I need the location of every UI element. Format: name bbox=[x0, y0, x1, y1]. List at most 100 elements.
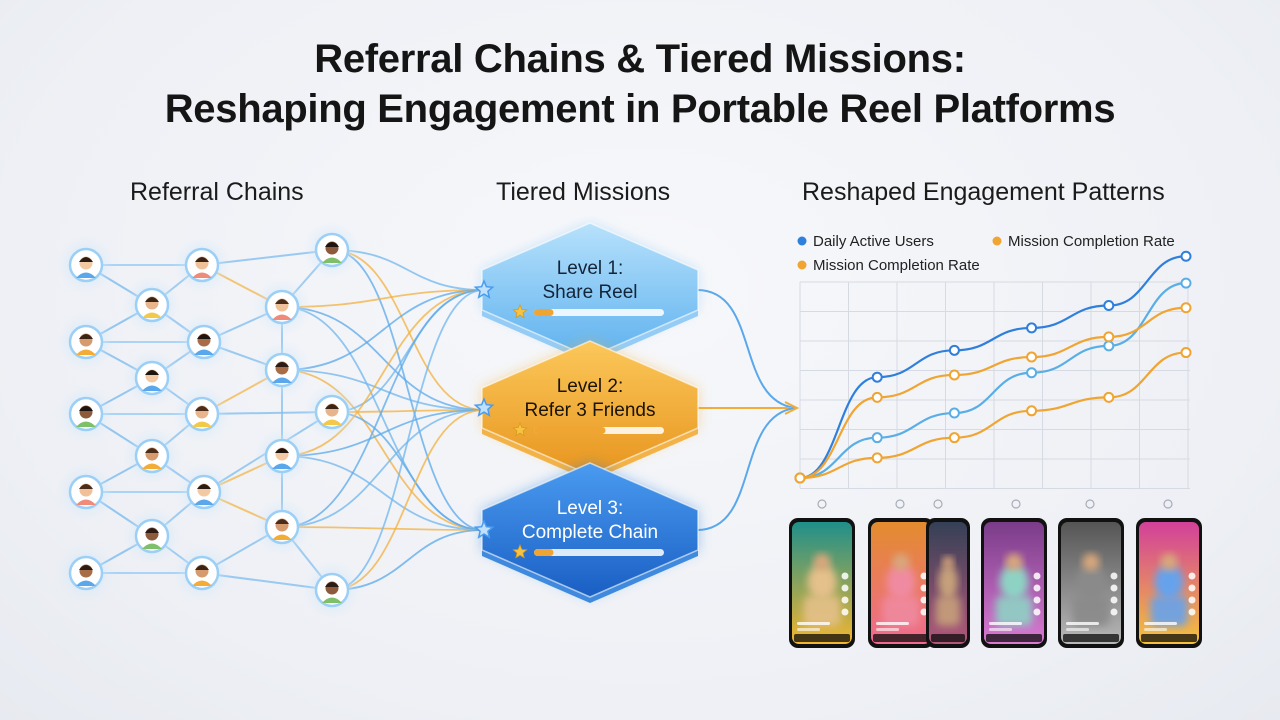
referral-user-avatar bbox=[183, 246, 221, 284]
mission-progress-fill bbox=[534, 549, 554, 556]
data-point bbox=[1180, 277, 1192, 289]
reel-nav-bar bbox=[931, 634, 965, 642]
mission-tier-1: Level 1: Share Reel bbox=[473, 222, 699, 363]
referral-user-avatar bbox=[67, 554, 105, 592]
data-point bbox=[1026, 322, 1038, 334]
fan-edge bbox=[281, 369, 485, 411]
reel-person bbox=[807, 564, 837, 600]
fan-edge bbox=[281, 409, 485, 457]
mission-tier-level: Level 1: bbox=[557, 258, 624, 279]
tier-to-chart-connections bbox=[696, 289, 800, 531]
data-point bbox=[1103, 340, 1115, 352]
reel-action-icon bbox=[920, 608, 928, 616]
network-edge bbox=[201, 411, 333, 415]
engagement-patterns-heading: Reshaped Engagement Patterns bbox=[802, 178, 1165, 206]
mission-tier-3: Level 3:Complete Chain bbox=[473, 462, 699, 603]
referral-user-avatar bbox=[67, 246, 105, 284]
data-point bbox=[871, 371, 883, 383]
reel-person bbox=[999, 564, 1029, 600]
data-point bbox=[1026, 405, 1038, 417]
reel-phone-5 bbox=[1058, 518, 1124, 648]
referral-user-avatar bbox=[185, 323, 223, 361]
data-point bbox=[1180, 250, 1192, 262]
reel-action-icon bbox=[841, 572, 849, 580]
fan-edge bbox=[281, 369, 485, 531]
reel-action-icon bbox=[1188, 572, 1196, 580]
fan-edge bbox=[281, 289, 485, 528]
reel-nav-bar bbox=[873, 634, 929, 642]
reel-phone-4 bbox=[981, 518, 1047, 648]
fan-edge bbox=[331, 249, 485, 411]
reel-action-icon bbox=[841, 608, 849, 616]
tiered-missions-heading: Tiered Missions bbox=[496, 178, 671, 206]
mission-tier-task: Complete Chain bbox=[522, 522, 658, 543]
reel-action-icon bbox=[1188, 596, 1196, 604]
reel-action-icon bbox=[920, 584, 928, 592]
fan-edge bbox=[331, 289, 485, 591]
reel-action-icon bbox=[841, 584, 849, 592]
mission-tier-level: Level 2: bbox=[557, 376, 624, 397]
referral-user-avatar bbox=[263, 288, 301, 326]
referral-user-avatar bbox=[67, 473, 105, 511]
star-icon bbox=[512, 303, 528, 319]
mission-tier-task: Share Reel bbox=[542, 282, 637, 303]
pin-icon bbox=[1011, 499, 1021, 509]
data-point bbox=[948, 344, 960, 356]
reel-action-icon bbox=[1033, 596, 1041, 604]
contrast-icon bbox=[1085, 499, 1095, 509]
mission-tier-badge bbox=[481, 462, 699, 598]
referral-user-avatar bbox=[67, 323, 105, 361]
referral-user-avatar bbox=[133, 359, 171, 397]
referral-user-avatar bbox=[313, 571, 351, 609]
reel-action-icon bbox=[1110, 608, 1118, 616]
reel-action-icon bbox=[1033, 584, 1041, 592]
fan-edge bbox=[281, 289, 485, 457]
data-point bbox=[871, 432, 883, 444]
data-point bbox=[1103, 300, 1115, 312]
legend-marker-daily-active-users bbox=[797, 236, 807, 246]
referral-user-avatar bbox=[133, 517, 171, 555]
reel-person bbox=[1076, 564, 1106, 600]
fan-edge bbox=[331, 411, 485, 531]
data-point bbox=[948, 369, 960, 381]
series-line bbox=[799, 255, 1187, 480]
referral-user-avatar bbox=[263, 508, 301, 546]
reel-action-icon bbox=[841, 596, 849, 604]
referral-network-nodes bbox=[67, 231, 351, 609]
referral-user-avatar bbox=[185, 473, 223, 511]
series-line bbox=[799, 282, 1187, 480]
tier-link bbox=[696, 289, 796, 409]
reel-action-icon bbox=[1188, 584, 1196, 592]
fan-edge bbox=[331, 529, 485, 591]
reel-phone-screens bbox=[789, 518, 1202, 648]
data-point bbox=[794, 472, 806, 484]
data-point bbox=[1026, 367, 1038, 379]
reel-action-icon bbox=[1033, 608, 1041, 616]
referral-to-mission-connections bbox=[281, 249, 485, 591]
star-icon bbox=[473, 279, 495, 299]
chart-grid bbox=[799, 281, 1190, 489]
reel-person bbox=[886, 564, 916, 600]
data-point bbox=[871, 391, 883, 403]
reel-person bbox=[1154, 564, 1184, 600]
network-edge bbox=[201, 249, 333, 266]
mission-progress-fill bbox=[534, 427, 606, 434]
arrow-icon bbox=[817, 499, 827, 509]
reel-nav-bar bbox=[1141, 634, 1197, 642]
referral-user-avatar bbox=[67, 395, 105, 433]
fan-edge bbox=[331, 249, 485, 291]
series-line bbox=[799, 306, 1187, 480]
data-point bbox=[1103, 391, 1115, 403]
fan-edge bbox=[331, 249, 485, 531]
reel-action-icon bbox=[1110, 572, 1118, 580]
referral-user-avatar bbox=[183, 395, 221, 433]
reel-action-icon bbox=[1033, 572, 1041, 580]
fan-edge bbox=[281, 289, 485, 308]
reel-phone-6 bbox=[1136, 518, 1202, 648]
circle-icon bbox=[1163, 499, 1173, 509]
reel-action-icon bbox=[1110, 596, 1118, 604]
legend-label-mission-completion-rate: Mission Completion Rate bbox=[1008, 233, 1175, 250]
data-point bbox=[948, 407, 960, 419]
reel-nav-bar bbox=[986, 634, 1042, 642]
